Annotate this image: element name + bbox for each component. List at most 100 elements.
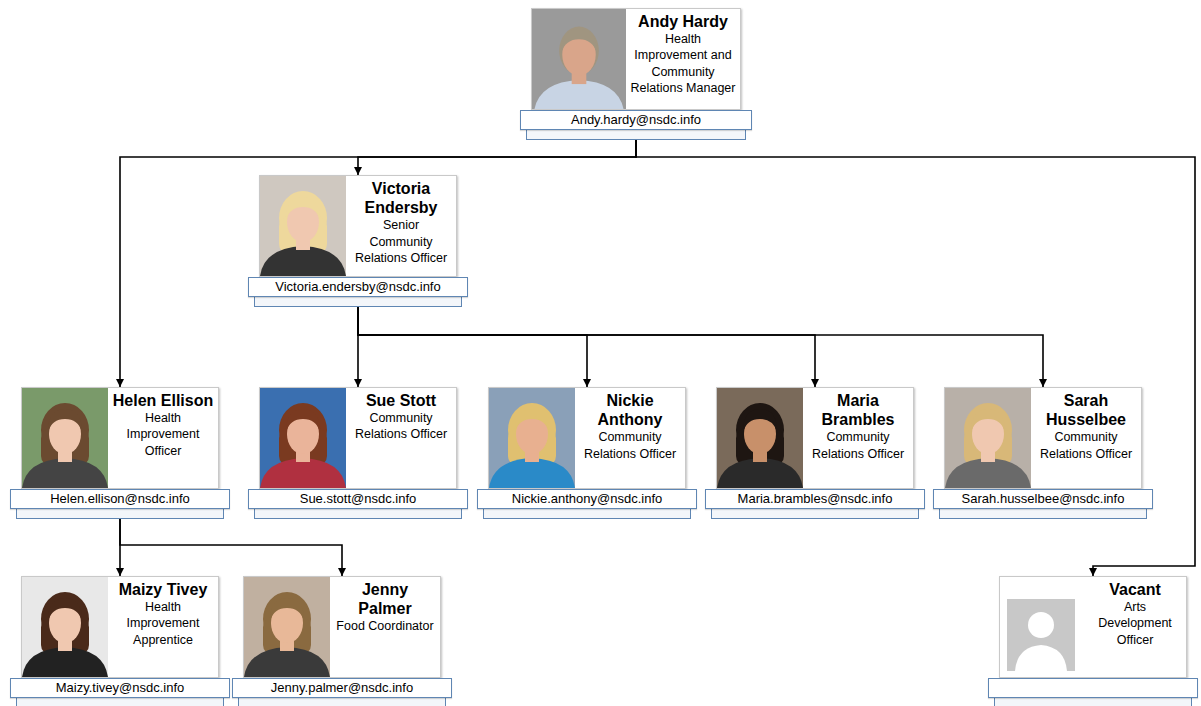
card-frame: Andy HardyHealth Improvement and Communi… xyxy=(531,8,741,110)
shoulders xyxy=(945,458,1031,488)
email-box: Jenny.palmer@nsdc.info xyxy=(232,678,452,698)
card-text: Andy HardyHealth Improvement and Communi… xyxy=(626,9,740,109)
person-card: Victoria EndersbySenior Community Relati… xyxy=(248,175,468,307)
card-frame: Jenny PalmerFood Coordinator xyxy=(243,576,441,678)
card-frame: Sarah HusselbeeCommunity Relations Offic… xyxy=(944,387,1142,489)
email-box: Sarah.husselbee@nsdc.info xyxy=(933,489,1153,509)
person-photo xyxy=(532,9,626,109)
person-name: Maria Brambles xyxy=(807,391,909,429)
card-frame: Maria BramblesCommunity Relations Office… xyxy=(716,387,914,489)
email-address: Jenny.palmer@nsdc.info xyxy=(271,680,413,695)
job-title: Community Relations Officer xyxy=(807,429,909,462)
person-card: Andy HardyHealth Improvement and Communi… xyxy=(520,8,752,140)
email-box: Nickie.anthony@nsdc.info xyxy=(477,489,697,509)
job-title: Health Improvement Apprentice xyxy=(112,599,214,648)
card-frame: Nickie AnthonyCommunity Relations Office… xyxy=(488,387,686,489)
card-text: Sarah HusselbeeCommunity Relations Offic… xyxy=(1031,388,1141,488)
reporting-line xyxy=(120,140,636,387)
person-photo xyxy=(717,388,803,488)
photo-ground xyxy=(1000,577,1084,677)
person-name: Victoria Endersby xyxy=(350,179,452,217)
person-photo xyxy=(22,388,108,488)
card-frame: Helen EllisonHealth Improvement Officer xyxy=(21,387,219,489)
photo-ground xyxy=(22,388,108,488)
shoulders xyxy=(22,458,108,488)
banner-tail xyxy=(711,509,919,519)
reporting-line xyxy=(358,307,815,387)
job-title: Community Relations Officer xyxy=(579,429,681,462)
person-card: Helen EllisonHealth Improvement OfficerH… xyxy=(10,387,230,519)
card-text: Nickie AnthonyCommunity Relations Office… xyxy=(575,388,685,488)
photo-ground xyxy=(244,577,330,677)
photo-ground xyxy=(260,176,346,276)
email-address: Helen.ellison@nsdc.info xyxy=(50,491,190,506)
photo-ground xyxy=(260,388,346,488)
reporting-line xyxy=(636,140,1195,576)
person-card: Maizy TiveyHealth Improvement Apprentice… xyxy=(10,576,230,706)
card-text: Maria BramblesCommunity Relations Office… xyxy=(803,388,913,488)
person-name: Nickie Anthony xyxy=(579,391,681,429)
person-photo xyxy=(1000,577,1084,677)
person-card: Sue StottCommunity Relations OfficerSue.… xyxy=(248,387,468,519)
person-photo xyxy=(22,577,108,677)
email-box: Victoria.endersby@nsdc.info xyxy=(248,277,468,297)
person-card: Sarah HusselbeeCommunity Relations Offic… xyxy=(933,387,1153,519)
email-box xyxy=(988,678,1198,698)
hair-fringe xyxy=(270,598,304,621)
hair-fringe xyxy=(971,409,1005,432)
photo-ground xyxy=(22,577,108,677)
person-photo xyxy=(489,388,575,488)
card-text: Maizy TiveyHealth Improvement Apprentice xyxy=(108,577,218,677)
banner-tail xyxy=(939,509,1147,519)
person-photo xyxy=(260,176,346,276)
photo-ground xyxy=(717,388,803,488)
banner-tail xyxy=(254,509,462,519)
job-title: Health Improvement and Community Relatio… xyxy=(630,31,736,96)
photo-ground xyxy=(945,388,1031,488)
person-name: Jenny Palmer xyxy=(334,580,436,618)
placeholder-head xyxy=(1028,612,1054,638)
person-name: Andy Hardy xyxy=(630,12,736,31)
photo-ground xyxy=(489,388,575,488)
shoulders xyxy=(244,647,330,677)
job-title: Community Relations Officer xyxy=(350,410,452,443)
card-text: Jenny PalmerFood Coordinator xyxy=(330,577,440,677)
card-text: Helen EllisonHealth Improvement Officer xyxy=(108,388,218,488)
email-box: Helen.ellison@nsdc.info xyxy=(10,489,230,509)
hair-fringe xyxy=(286,409,320,432)
email-box: Maria.brambles@nsdc.info xyxy=(705,489,925,509)
placeholder-frame xyxy=(1007,599,1075,671)
card-text: VacantArts Development Officer xyxy=(1084,577,1186,677)
banner-tail xyxy=(483,509,691,519)
hair-fringe xyxy=(515,409,549,432)
email-address: Nickie.anthony@nsdc.info xyxy=(512,491,663,506)
email-address: Sue.stott@nsdc.info xyxy=(300,491,417,506)
person-name: Helen Ellison xyxy=(112,391,214,410)
email-box: Andy.hardy@nsdc.info xyxy=(520,110,752,130)
reporting-line xyxy=(358,307,1043,387)
person-card: Jenny PalmerFood CoordinatorJenny.palmer… xyxy=(232,576,452,706)
shoulders xyxy=(260,458,346,488)
hair-fringe xyxy=(48,598,82,621)
shoulders xyxy=(22,647,108,677)
photo-ground xyxy=(532,9,626,109)
person-name: Vacant xyxy=(1088,580,1182,599)
card-frame: Sue StottCommunity Relations Officer xyxy=(259,387,457,489)
job-title: Food Coordinator xyxy=(334,618,436,634)
email-address: Maizy.tivey@nsdc.info xyxy=(56,680,185,695)
reporting-line xyxy=(120,519,342,576)
card-text: Sue StottCommunity Relations Officer xyxy=(346,388,456,488)
shoulders xyxy=(489,458,575,488)
banner-tail xyxy=(994,698,1192,706)
person-card: VacantArts Development Officer xyxy=(988,576,1198,706)
person-name: Sarah Husselbee xyxy=(1035,391,1137,429)
person-name: Sue Stott xyxy=(350,391,452,410)
banner-tail xyxy=(238,698,446,706)
banner-tail xyxy=(254,297,462,307)
email-address: Maria.brambles@nsdc.info xyxy=(738,491,893,506)
card-frame: Victoria EndersbySenior Community Relati… xyxy=(259,175,457,277)
person-photo xyxy=(260,388,346,488)
card-text: Victoria EndersbySenior Community Relati… xyxy=(346,176,456,276)
banner-tail xyxy=(16,698,224,706)
